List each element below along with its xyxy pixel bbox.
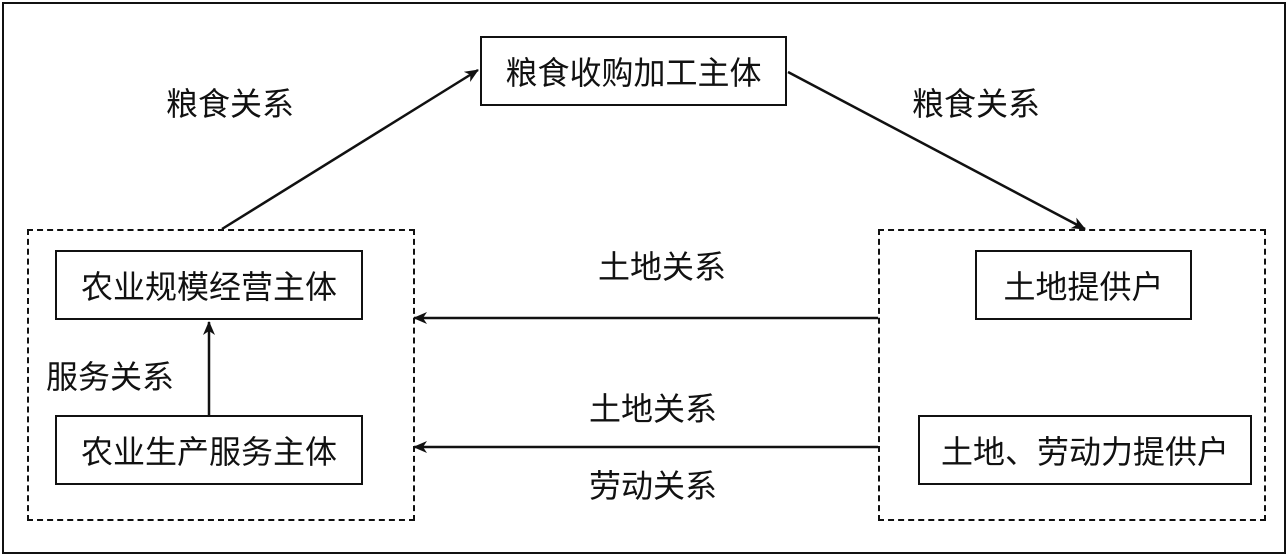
node-grain-purchase: 粮食收购加工主体 (480, 36, 787, 106)
node-land-provider: 土地提供户 (975, 250, 1192, 320)
edge-label-grain-right: 粮食关系 (912, 85, 1041, 123)
edge-label-grain-left: 粮食关系 (166, 85, 295, 123)
edge-label-land-lower: 土地关系 (589, 390, 718, 428)
node-grain-purchase-label: 粮食收购加工主体 (505, 54, 762, 92)
left-dashed-group (27, 229, 415, 521)
node-service-provider: 农业生产服务主体 (55, 415, 363, 485)
edge-label-labor: 劳动关系 (589, 467, 718, 505)
edge-label-service: 服务关系 (46, 358, 175, 396)
node-land-labor-provider-label: 土地、劳动力提供户 (940, 433, 1229, 471)
node-land-labor-provider: 土地、劳动力提供户 (918, 415, 1252, 485)
node-land-provider-label: 土地提供户 (1003, 268, 1164, 306)
edge-label-land-upper: 土地关系 (598, 248, 727, 286)
node-scale-operator-label: 农业规模经营主体 (80, 268, 337, 306)
node-scale-operator: 农业规模经营主体 (55, 250, 363, 320)
node-service-provider-label: 农业生产服务主体 (80, 433, 337, 471)
